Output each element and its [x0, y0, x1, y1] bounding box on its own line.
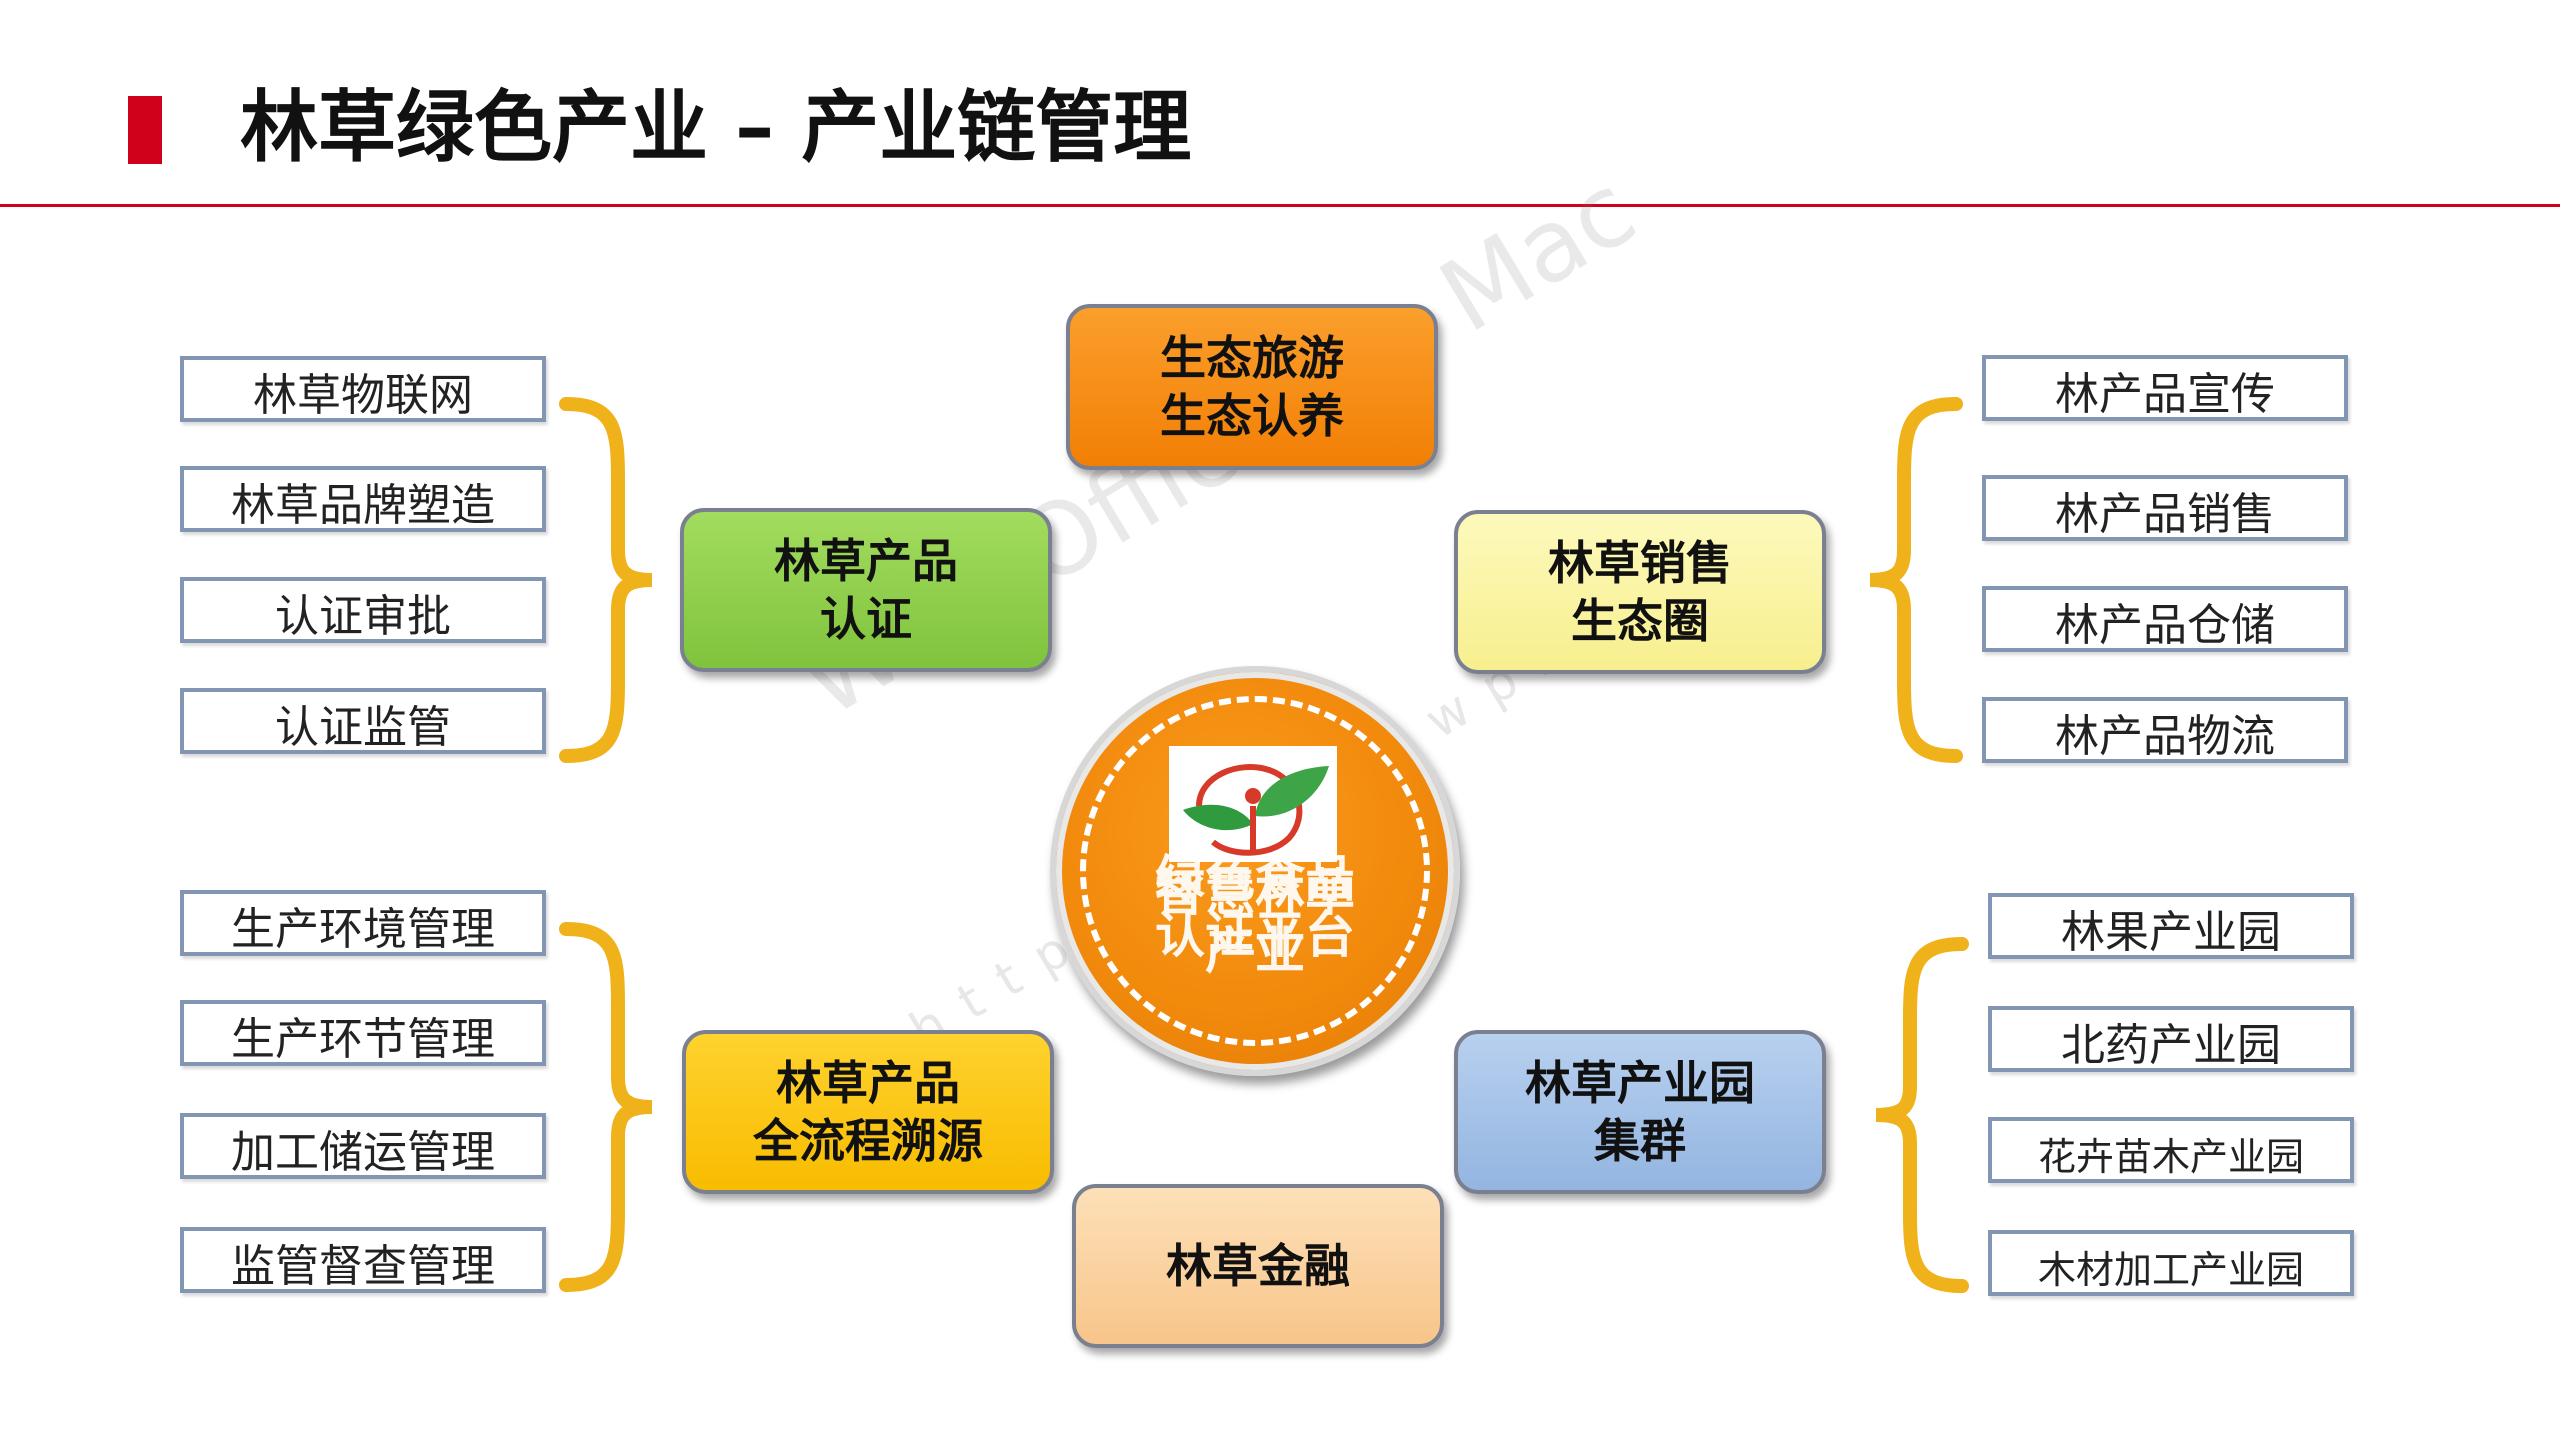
center-hub: 绿色食品 智慧林草 认证平台 产业: [1050, 666, 1460, 1076]
brace-upper-right: [1869, 397, 1963, 763]
brace-upper-left: [559, 397, 653, 763]
list-item-lr-4: 木材加工产业园: [1988, 1230, 2354, 1296]
hub-line-1: 绿色食品: [1155, 850, 1355, 908]
list-item-ll-2: 生产环节管理: [180, 1000, 546, 1066]
list-item-ll-4: 监管督查管理: [180, 1227, 546, 1293]
hub-line-2: 智慧林草: [1155, 864, 1355, 922]
brace-lower-left: [559, 922, 653, 1292]
list-item-ll-3: 加工储运管理: [180, 1113, 546, 1179]
title-marker: [128, 96, 162, 164]
list-item-ur-1: 林产品宣传: [1982, 355, 2348, 421]
list-item-ur-4: 林产品物流: [1982, 697, 2348, 763]
node-sales-ecosystem: 林草销售 生态圈: [1454, 510, 1826, 674]
hub-line-3: 认证平台: [1155, 906, 1355, 964]
list-item-lr-3: 花卉苗木产业园: [1988, 1117, 2354, 1183]
leaf-logo-icon: [1169, 746, 1337, 862]
node-industrial-park-cluster: 林草产业园 集群: [1454, 1030, 1826, 1194]
list-item-lr-1: 林果产业园: [1988, 893, 2354, 959]
list-item-ul-1: 林草物联网: [180, 356, 546, 422]
list-item-ul-3: 认证审批: [180, 577, 546, 643]
brace-lower-right: [1875, 937, 1969, 1293]
list-item-ul-2: 林草品牌塑造: [180, 466, 546, 532]
node-forest-finance: 林草金融: [1072, 1184, 1444, 1348]
list-item-ur-2: 林产品销售: [1982, 475, 2348, 541]
title-divider: [0, 204, 2560, 207]
page-title: 林草绿色产业 – 产业链管理: [240, 83, 1192, 173]
node-eco-tourism: 生态旅游 生态认养: [1066, 304, 1438, 470]
node-full-traceability: 林草产品 全流程溯源: [682, 1030, 1054, 1194]
node-product-certification: 林草产品 认证: [680, 508, 1052, 672]
list-item-ll-1: 生产环境管理: [180, 890, 546, 956]
hub-dashed-ring: [1080, 696, 1430, 1046]
list-item-ul-4: 认证监管: [180, 688, 546, 754]
list-item-lr-2: 北药产业园: [1988, 1006, 2354, 1072]
hub-line-4: 产业: [1205, 922, 1305, 980]
list-item-ur-3: 林产品仓储: [1982, 586, 2348, 652]
